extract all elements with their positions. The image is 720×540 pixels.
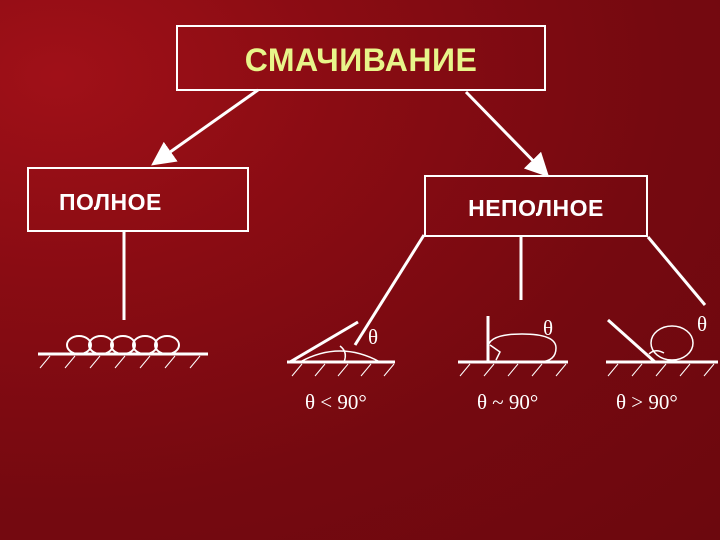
full-wetting-box: ПОЛНОЕ [27,167,249,232]
condition-right: θ ~ 90° [477,390,539,414]
condition-obtuse: θ > 90° [616,390,678,414]
full-wetting-surface [38,335,208,369]
right-angle-drop [458,316,568,377]
obtuse-angle-drop [606,318,718,377]
partial-wetting-box: НЕПОЛНОЕ [424,175,648,237]
theta-symbol-acute: θ [368,325,379,349]
title-box: СМАЧИВАНИЕ [176,25,546,91]
diagram-title: СМАЧИВАНИЕ [244,41,478,78]
condition-acute: θ < 90° [305,390,367,414]
theta-symbol-obtuse: θ [697,312,708,336]
acute-angle-drop [287,320,395,377]
full-wetting-label: ПОЛНОЕ [59,189,162,215]
partial-wetting-label: НЕПОЛНОЕ [468,194,604,221]
arrow-to-full [151,88,259,166]
theta-symbol-right: θ [543,316,554,340]
arrow-to-partial [464,90,550,178]
connector-partial-right [646,236,707,306]
connector-partial-left [353,234,426,346]
